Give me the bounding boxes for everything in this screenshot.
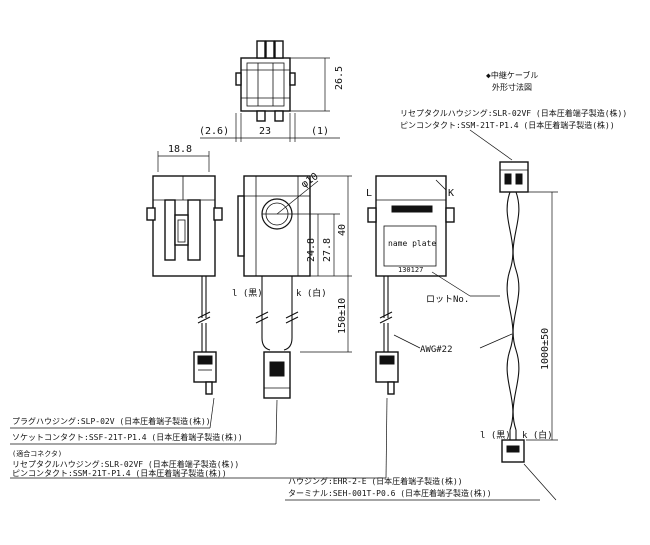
mating-recept-housing: リセプタクルハウジング:SLR-02VF (日本圧着端子製造(株)) [12,459,239,469]
relay-cable-title: ◆中継ケーブル [486,70,538,80]
nameplate-label: name plate [388,239,436,248]
relay-recept-housing: リセプタクルハウジング:SLR-02VF (日本圧着端子製造(株)) [400,108,627,118]
lot-no-label: ロットNo. [426,295,469,305]
relay-top-connector [499,161,529,193]
connector-callouts [10,397,540,501]
top-tab-mid [265,40,275,59]
top-view [200,40,340,142]
dim-top-right-offset: (1) [311,126,329,137]
dim-top-height: 26.5 [334,66,345,90]
top-side-clip-right [289,72,296,86]
awg-label: AWG#22 [420,345,453,355]
top-foot-left [256,110,266,122]
dim-cable-1000: 1000±50 [540,328,551,370]
plug-housing: プラグハウジング:SLP-02V (日本圧着端子製造(株)) [12,416,211,426]
dim-40: 40 [337,224,348,236]
right-side-view [367,175,513,395]
relay-pin-contact: ピンコンタクト:SSM-21T-P1.4 (日本圧着端子製造(株)) [400,120,615,130]
dim-24-8: 24.8 [306,238,317,262]
lead-k-front: k (白) [296,287,327,299]
dim-cable-150: 150±10 [337,298,348,334]
mating-connector: (適合コネクタ) [12,449,62,458]
eh-housing: ハウジング:EHR-2-E (日本圧着端子製造(株)) [288,476,463,486]
top-side-clip-left [235,72,242,86]
left-side-view [146,151,223,395]
dim-top-width: 23 [259,126,271,137]
front-body [243,175,311,277]
lot-print: 130127 [398,266,423,274]
top-view-body [240,57,291,112]
eh-terminal: ターミナル:SEH-001T-P0.6 (日本圧着端子製造(株)) [288,488,492,498]
label-K: K [448,188,454,199]
lead-l-relay: l (黒) [480,430,511,441]
mating-pin-contact: ピンコンタクト:SSM-21T-P1.4 (日本圧着端子製造(株)) [12,468,227,478]
top-foot-right [274,110,284,122]
dim-27-8: 27.8 [322,238,333,262]
top-view-inner [246,62,285,107]
front-view [237,175,352,399]
lead-l-front: l (黒) [232,288,263,299]
nameplate-box [383,225,437,267]
label-L: L [366,188,372,199]
dim-front-width: 18.8 [168,144,192,155]
dim-top-left-offset: (2.6) [199,126,229,137]
relay-cable [469,129,558,501]
top-tab-right [274,40,284,59]
socket-contact: ソケットコンタクト:SSF-21T-P1.4 (日本圧着端子製造(株)) [12,432,243,442]
top-tab-left [256,40,266,59]
relay-cable-subtitle: 外形寸法図 [492,82,532,92]
lead-k-relay: k (白) [522,429,553,441]
